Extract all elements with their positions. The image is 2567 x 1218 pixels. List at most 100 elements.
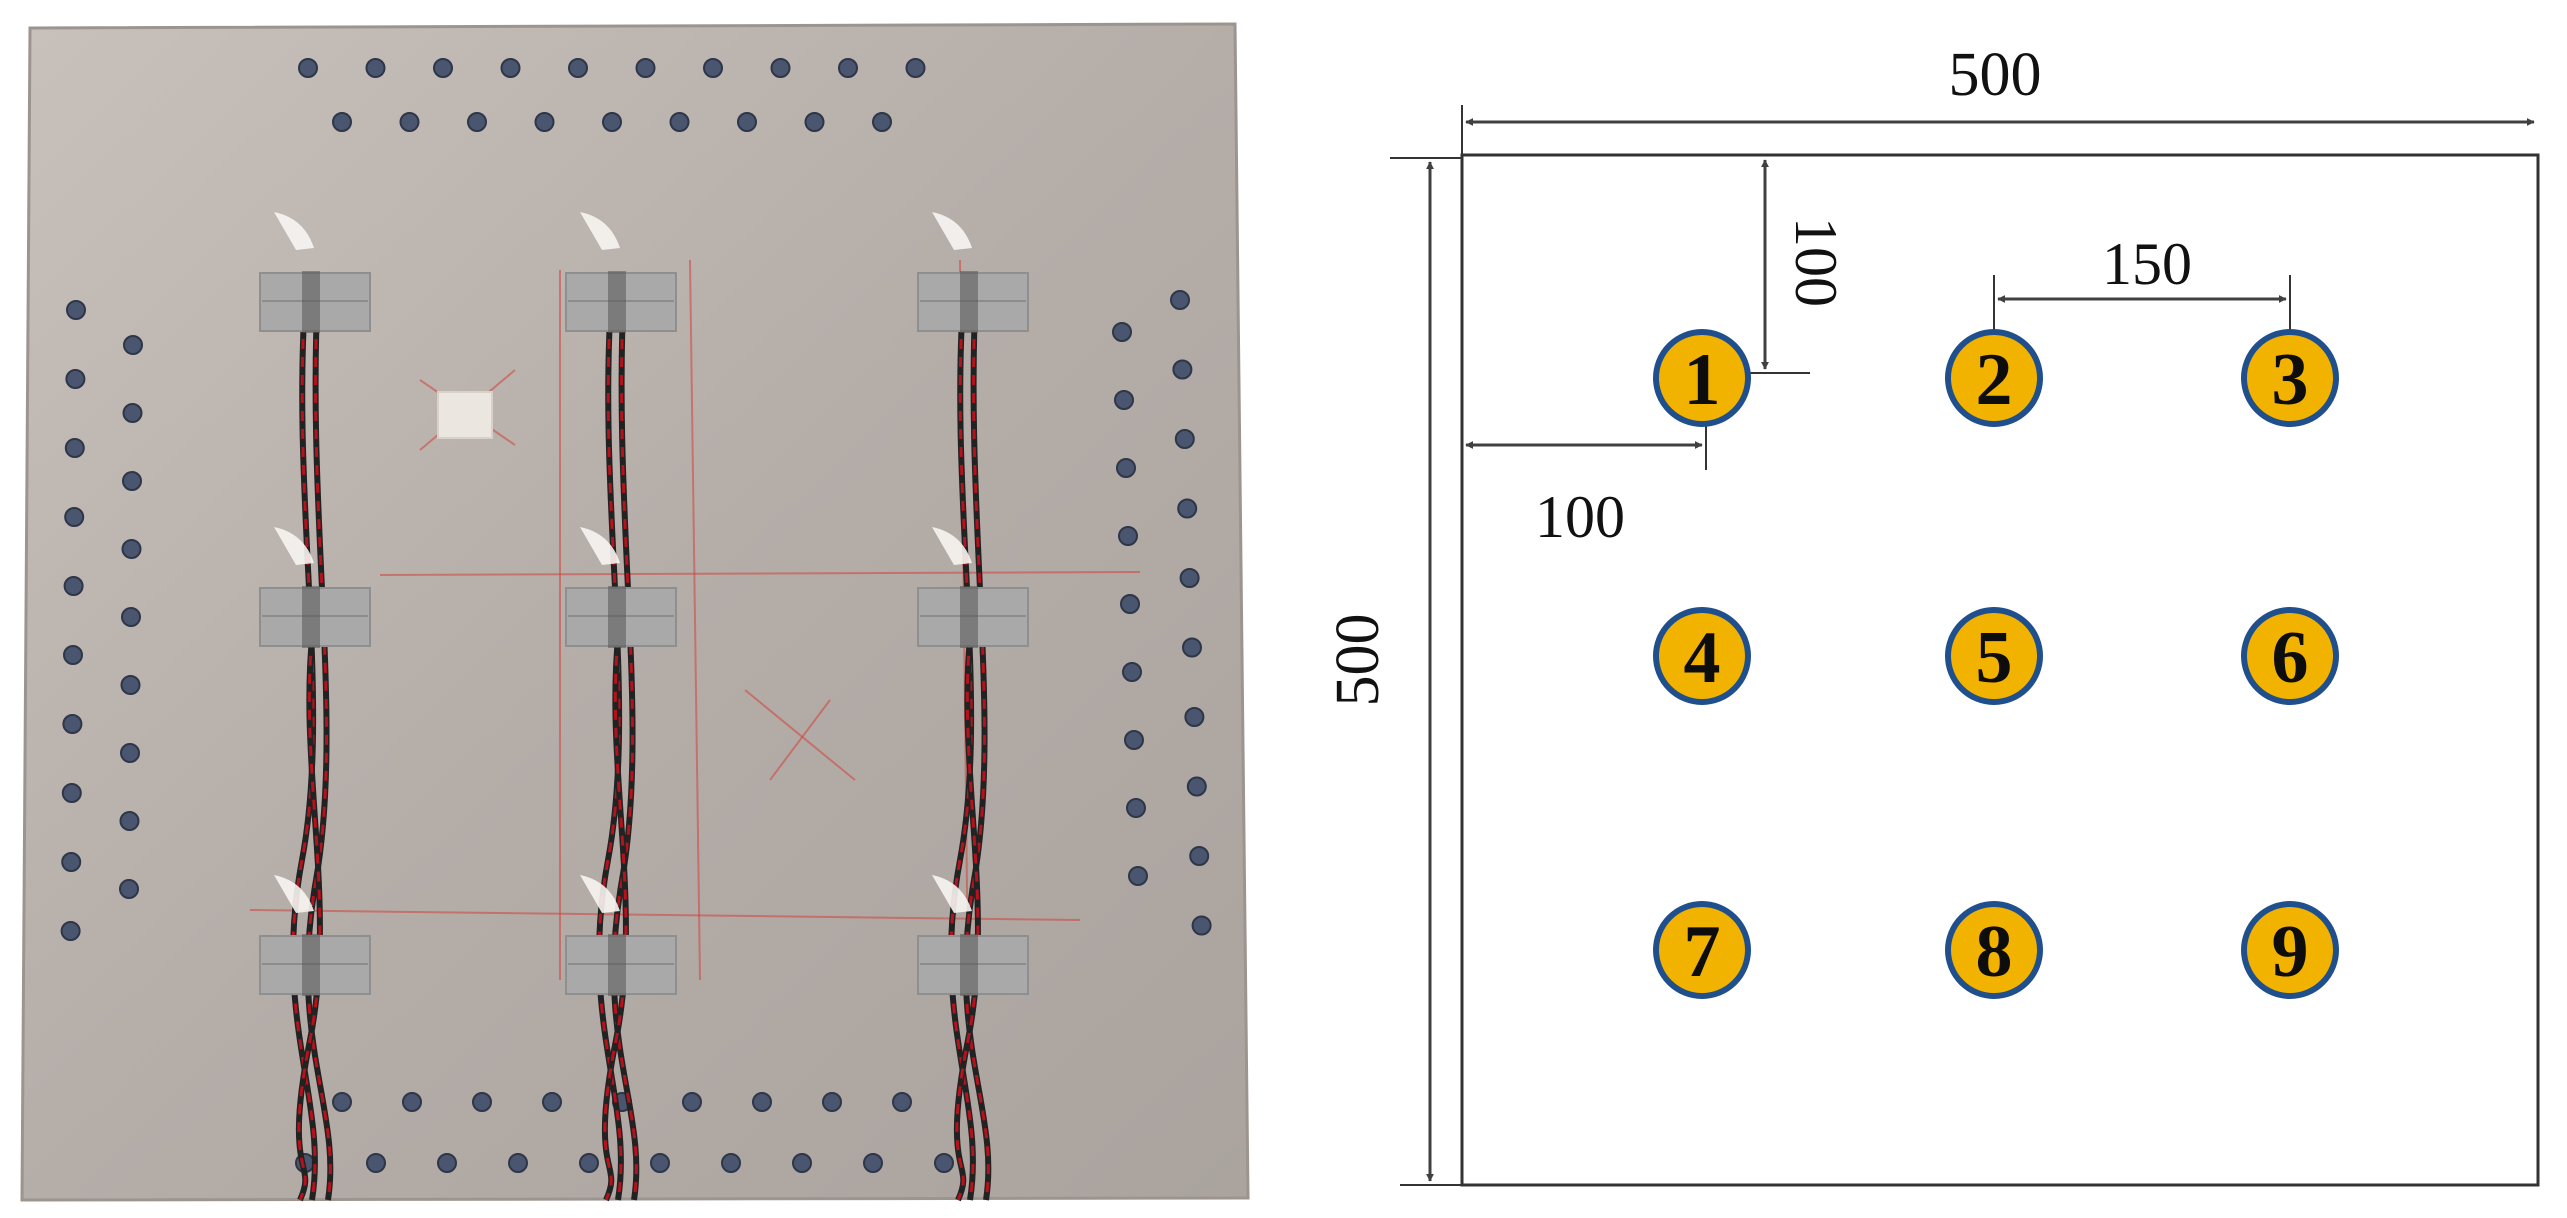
sensor-wire-twist xyxy=(955,619,980,1201)
marker-label: 5 xyxy=(1976,617,2013,699)
sensor-lead xyxy=(608,934,626,996)
sensor-marker-7: 7 xyxy=(1653,901,1751,999)
bolt-hole xyxy=(872,112,892,132)
bolt-hole xyxy=(1191,915,1212,936)
bolt-hole xyxy=(1122,662,1142,682)
bolt-hole xyxy=(1179,568,1200,588)
sensor-patch xyxy=(565,527,677,648)
sensor-wires xyxy=(290,284,992,1202)
bolt-hole xyxy=(635,58,656,78)
sensor-patch xyxy=(565,875,677,996)
marker-label: 8 xyxy=(1976,911,2013,993)
bolt-hole xyxy=(402,1092,422,1112)
sensor-wire-twist xyxy=(964,284,990,1201)
bolt-hole xyxy=(892,1092,912,1112)
bolt-hole xyxy=(119,811,140,831)
reference-square xyxy=(437,391,493,439)
bolt-hole xyxy=(508,1153,528,1173)
bolt-hole xyxy=(752,1092,772,1112)
bolt-hole xyxy=(804,112,825,132)
bolt-hole xyxy=(60,921,81,941)
bolt-hole xyxy=(703,58,723,78)
bolt-hole xyxy=(62,714,83,734)
sensor-marker-1: 1 xyxy=(1653,329,1751,427)
bolt-hole xyxy=(1182,637,1202,658)
sensor-marker-4: 4 xyxy=(1653,607,1751,705)
bolt-hole xyxy=(542,1092,562,1112)
bolt-hole xyxy=(1120,594,1140,614)
sensor-lead xyxy=(302,934,320,996)
sensor-lead xyxy=(960,586,978,648)
sensor-marker-8: 8 xyxy=(1945,901,2043,999)
bolt-hole xyxy=(61,852,82,872)
bolt-hole xyxy=(122,403,143,423)
marker-label: 2 xyxy=(1976,339,2013,421)
sensor-marker-2: 2 xyxy=(1945,329,2043,427)
bolt-hole xyxy=(61,783,82,803)
sensor-patch xyxy=(259,875,371,996)
width-dimension-label: 500 xyxy=(1949,41,2042,109)
sensor-patch xyxy=(917,212,1029,333)
bolt-hole xyxy=(822,1092,842,1112)
bolt-hole xyxy=(602,112,622,132)
bolt-hole xyxy=(472,1092,492,1112)
bolt-hole xyxy=(121,539,142,559)
marker-label: 4 xyxy=(1684,617,1721,699)
pencil-mark xyxy=(769,699,831,781)
marker-circle xyxy=(1653,901,1751,999)
bolt-hole xyxy=(1114,390,1134,410)
sensor-lead xyxy=(608,586,626,648)
pencil-mark xyxy=(379,571,1141,576)
bolt-hole xyxy=(1172,359,1193,380)
sensor-wire-twist xyxy=(603,619,628,1201)
sensor-glare xyxy=(932,212,972,250)
bolt-hole xyxy=(64,507,85,527)
bolt-hole xyxy=(66,300,86,320)
bolt-hole xyxy=(534,112,555,132)
bolt-hole xyxy=(1126,798,1146,818)
bolt-holes xyxy=(60,58,1212,1173)
sensor-patch xyxy=(917,527,1029,648)
sensor-wire-twist xyxy=(306,284,332,1201)
bolt-hole xyxy=(65,369,86,389)
sensor-marker-5: 5 xyxy=(1945,607,2043,705)
marker-circle xyxy=(2241,901,2339,999)
bolt-hole xyxy=(650,1153,670,1173)
sensor-lead xyxy=(608,271,626,333)
bolt-hole xyxy=(433,58,453,78)
sensor-marker-9: 9 xyxy=(2241,901,2339,999)
sensor-lead xyxy=(302,271,320,333)
sensor-lead xyxy=(960,934,978,996)
bolt-hole xyxy=(366,1153,386,1173)
bolt-hole xyxy=(64,438,85,458)
sensor-wire-twist xyxy=(949,284,975,1201)
sensor-marker-3: 3 xyxy=(2241,329,2339,427)
bolt-hole xyxy=(721,1153,741,1173)
bolt-hole xyxy=(1112,322,1132,342)
sensor-glare xyxy=(580,212,620,250)
bolt-hole xyxy=(122,471,142,491)
bolt-hole xyxy=(579,1153,599,1173)
bolt-hole xyxy=(1184,707,1205,727)
bolt-hole xyxy=(399,112,420,132)
top-offset-label: 100 xyxy=(1783,217,1849,307)
bolt-hole xyxy=(1116,458,1136,478)
bolt-hole xyxy=(298,58,318,78)
marker-label: 9 xyxy=(2272,911,2309,993)
sensor-lead xyxy=(302,586,320,648)
pencil-mark xyxy=(689,259,701,981)
marker-label: 7 xyxy=(1684,911,1721,993)
sensor-glare xyxy=(274,527,314,565)
bolt-hole xyxy=(332,1092,352,1112)
bolt-hole xyxy=(1124,730,1144,750)
marker-circle xyxy=(1653,607,1751,705)
bolt-hole xyxy=(119,879,139,899)
marker-circle xyxy=(1945,901,2043,999)
bolt-hole xyxy=(1170,290,1190,310)
sensor-patch xyxy=(917,875,1029,996)
bolt-hole xyxy=(792,1153,812,1173)
marker-circle xyxy=(1945,329,2043,427)
bolt-hole xyxy=(120,675,141,695)
bolt-hole xyxy=(1177,498,1198,519)
